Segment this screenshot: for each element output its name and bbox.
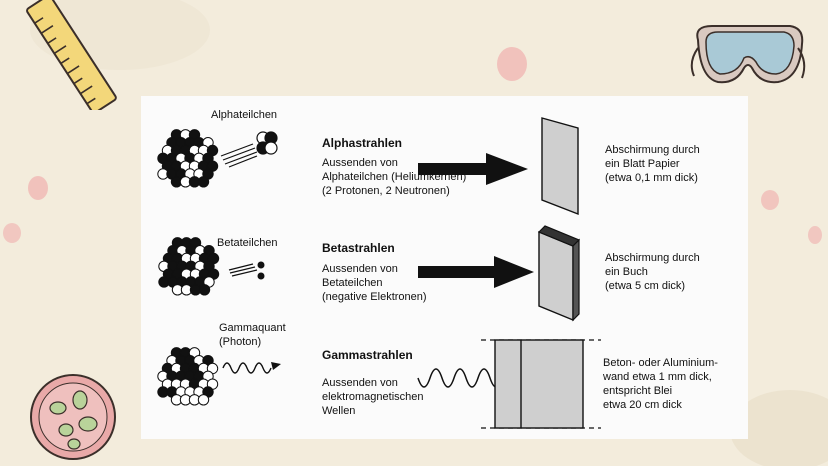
- alpha-atomic-nucleus: [157, 129, 219, 188]
- gamma-wave-small: [222, 362, 281, 374]
- nucleon: [197, 394, 210, 406]
- beta-particle-label: Betateilchen: [217, 237, 278, 249]
- ruler-icon: [26, 0, 117, 110]
- gamma-description: Aussenden von elektromagnetischen Wellen: [322, 377, 424, 417]
- beta-description: Aussenden von Betateilchen (negative Ele…: [322, 263, 427, 303]
- gamma-atomic-nucleus: [157, 347, 219, 406]
- beta-atomic-nucleus: [158, 237, 220, 296]
- beta-particle-icon: [228, 261, 265, 280]
- nucleon: [197, 176, 210, 188]
- gamma-particle-label: Gammaquant (Photon): [219, 322, 286, 348]
- alpha-particle-icon: [220, 131, 278, 168]
- concrete-wall-shield: [481, 339, 601, 429]
- paper-shield: [541, 117, 579, 216]
- goggles-icon: [690, 25, 806, 84]
- alpha-particle-label: Alphateilchen: [211, 109, 278, 121]
- alpha-description: Aussenden von Alphateilchen (Heliumkerne…: [322, 157, 467, 197]
- book-shield: [537, 225, 581, 322]
- alpha-title: Alphastrahlen: [322, 136, 403, 150]
- beta-arrow: [418, 256, 534, 288]
- radiation-diagram: Alphateilchen Alphastrahlen Aussenden vo…: [141, 96, 748, 439]
- gamma-shielding-text: Beton- oder Aluminium- wand etwa 1 mm di…: [603, 357, 718, 411]
- nucleon: [198, 284, 211, 296]
- gamma-title: Gammastrahlen: [322, 348, 413, 362]
- alpha-arrow: [418, 153, 528, 185]
- cell-icon: [30, 374, 116, 460]
- alpha-shielding-text: Abschirmung durch ein Blatt Papier (etwa…: [605, 144, 700, 184]
- beta-title: Betastrahlen: [322, 241, 395, 255]
- beta-shielding-text: Abschirmung durch ein Buch (etwa 5 cm di…: [605, 252, 700, 292]
